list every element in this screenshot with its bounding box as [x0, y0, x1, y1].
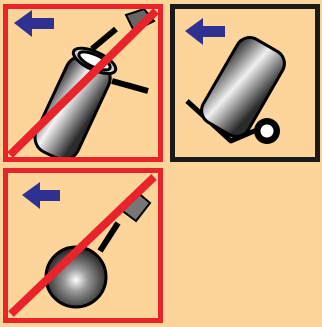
empty-area	[165, 166, 322, 327]
left-arrow-icon	[22, 182, 60, 209]
lift-by-cap-pictogram	[8, 9, 158, 157]
hand-truck-pictogram	[175, 9, 315, 157]
left-arrow-icon	[14, 10, 54, 37]
rolling-cylinder-pictogram	[8, 173, 158, 318]
prohibited-rolling-panel	[3, 168, 163, 323]
left-arrow-icon	[185, 18, 225, 45]
prohibited-lifting-by-cap-panel	[3, 4, 163, 162]
allowed-hand-truck-panel	[170, 4, 320, 162]
